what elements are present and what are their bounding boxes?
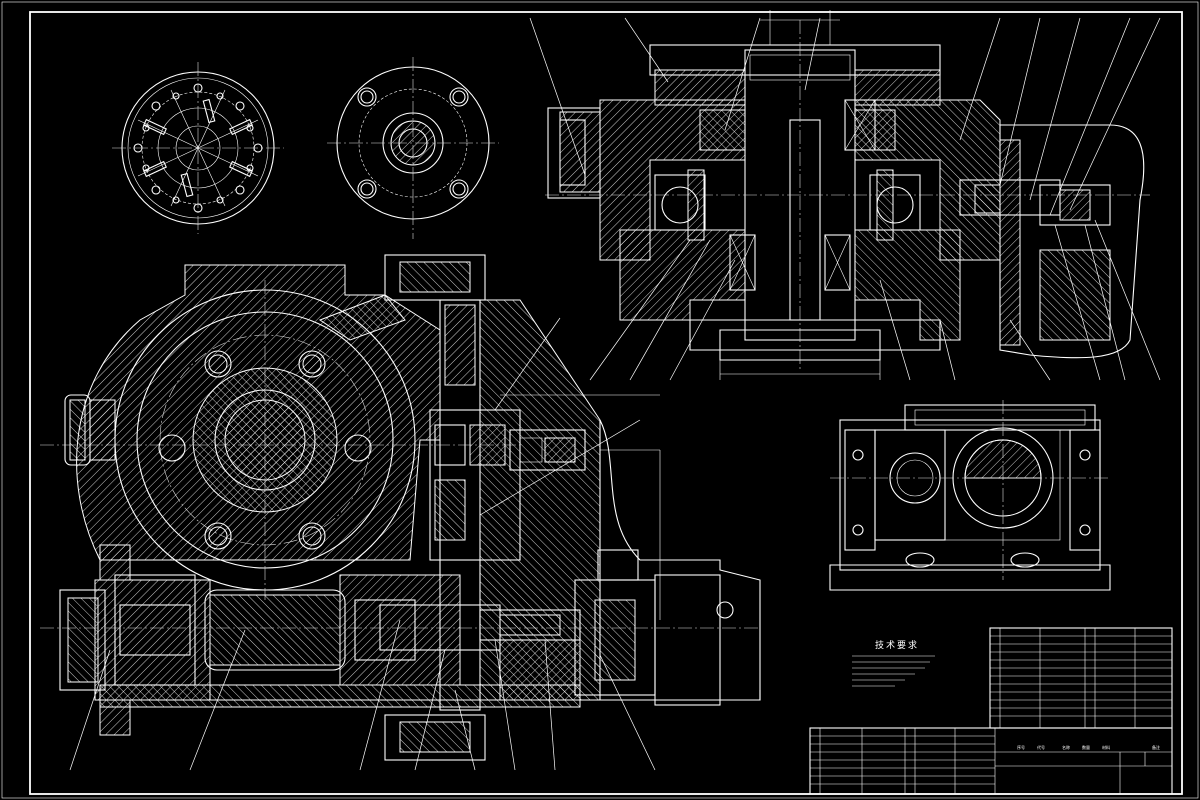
title-block-header-name: 名称 [1062, 744, 1070, 750]
title-block-header-no: 序号 [1017, 744, 1025, 750]
title-block-header-remark: 备注 [1152, 744, 1160, 750]
flange-detail-view-right [327, 57, 499, 239]
title-block: 序号 代号 名称 数量 材料 备注 [809, 627, 1173, 795]
part-callout-leaders [69, 17, 1161, 771]
worm-gear-front-view [40, 254, 761, 761]
technical-requirements: 技术要求 [852, 639, 935, 687]
flange-detail-view-left [112, 62, 284, 234]
title-block-header-qty: 数量 [1082, 744, 1090, 750]
gearbox-side-view [829, 400, 1111, 591]
title-block-header-code: 代号 [1037, 744, 1045, 750]
title-block-header-material: 材料 [1102, 744, 1110, 750]
technical-requirements-title: 技术要求 [875, 639, 919, 651]
gearbox-section-view-top [545, 10, 1150, 380]
